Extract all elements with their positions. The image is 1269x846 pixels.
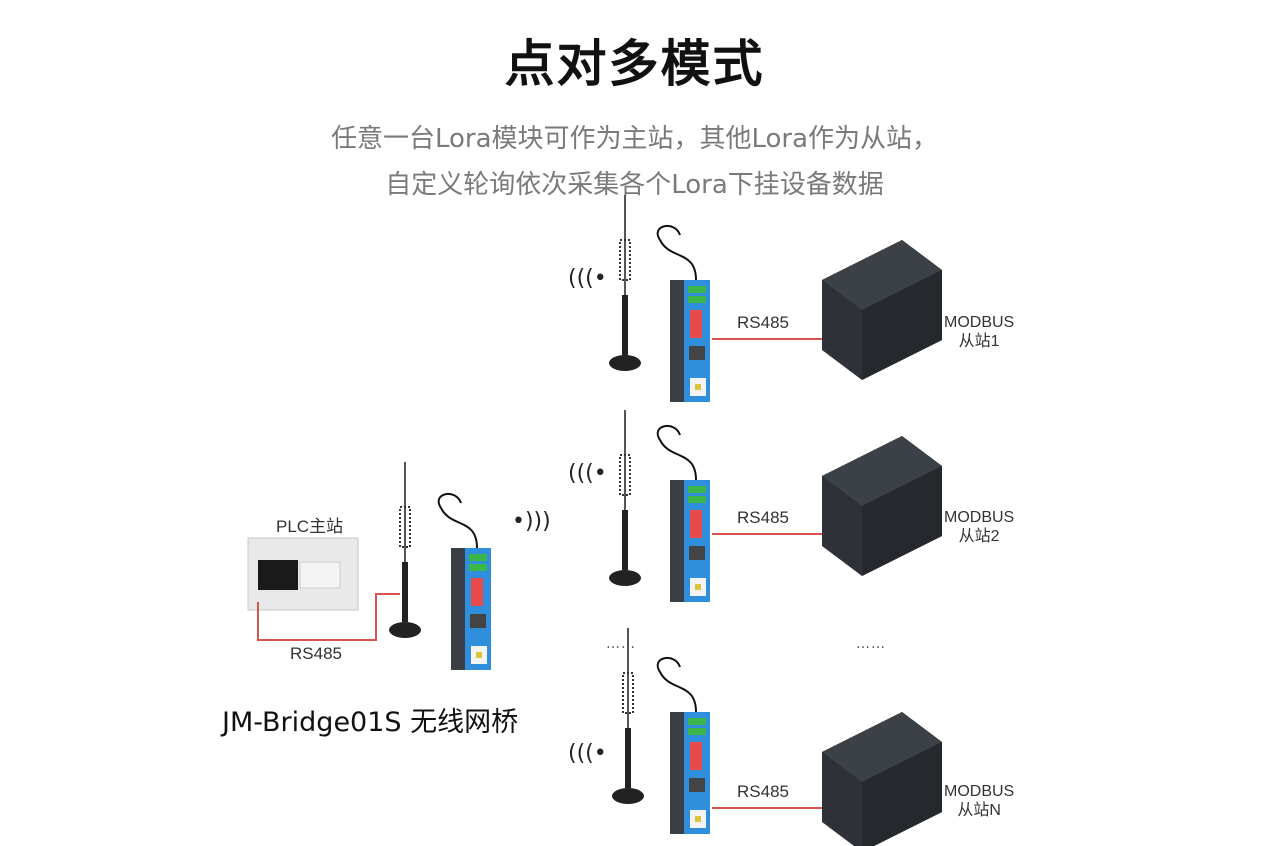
slave-2-name: 从站2 bbox=[958, 528, 1000, 545]
slave-1-wireless-icon: (((• bbox=[568, 266, 607, 291]
master-wireless-icon: •))) bbox=[512, 509, 551, 534]
slave-1-protocol: MODBUS bbox=[944, 314, 1015, 331]
slave-2-protocol: MODBUS bbox=[944, 509, 1015, 526]
slave-n-label: MODBUS 从站N bbox=[944, 782, 1014, 820]
slave-n-modbus-device bbox=[822, 712, 942, 846]
slave-2-rs485-label: RS485 bbox=[737, 508, 789, 527]
plc-master-device bbox=[247, 537, 359, 611]
subtitle-line-1: 任意一台Lora模块可作为主站，其他Lora作为从站， bbox=[330, 124, 939, 154]
slave-2-bridge-device bbox=[656, 424, 711, 603]
slave-2-antenna bbox=[608, 409, 642, 587]
slave-1-modbus-device bbox=[822, 240, 942, 380]
slave-n-antenna bbox=[611, 627, 645, 805]
slave-2-wireless-icon: (((• bbox=[568, 461, 607, 486]
master-bridge-device bbox=[437, 492, 492, 671]
slave-1-antenna bbox=[608, 194, 642, 372]
page-title: 点对多模式 bbox=[504, 35, 765, 93]
slave-n-wireless-icon: (((• bbox=[568, 741, 607, 766]
master-rs485-label: RS485 bbox=[290, 644, 342, 663]
plc-master-label: PLC主站 bbox=[276, 517, 344, 536]
master-rs485-cable bbox=[257, 593, 400, 641]
slave-1-name: 从站1 bbox=[958, 333, 1000, 350]
slave-n-bridge-device bbox=[656, 656, 711, 835]
slave-n-rs485-label: RS485 bbox=[737, 782, 789, 801]
product-label: JM-Bridge01S 无线网桥 bbox=[222, 707, 519, 738]
slave-n-name: 从站N bbox=[957, 802, 1001, 819]
subtitle-line-2: 自定义轮询依次采集各个Lora下挂设备数据 bbox=[385, 170, 884, 200]
slave-1-bridge-device bbox=[656, 224, 711, 403]
ellipsis-left: …… bbox=[606, 636, 636, 652]
slave-1-label: MODBUS 从站1 bbox=[944, 313, 1014, 351]
slave-2-label: MODBUS 从站2 bbox=[944, 508, 1014, 546]
slave-2-modbus-device bbox=[822, 436, 942, 576]
ellipsis-right: …… bbox=[856, 636, 886, 652]
slave-1-rs485-label: RS485 bbox=[737, 313, 789, 332]
master-antenna bbox=[388, 461, 422, 639]
slave-n-protocol: MODBUS bbox=[944, 783, 1015, 800]
